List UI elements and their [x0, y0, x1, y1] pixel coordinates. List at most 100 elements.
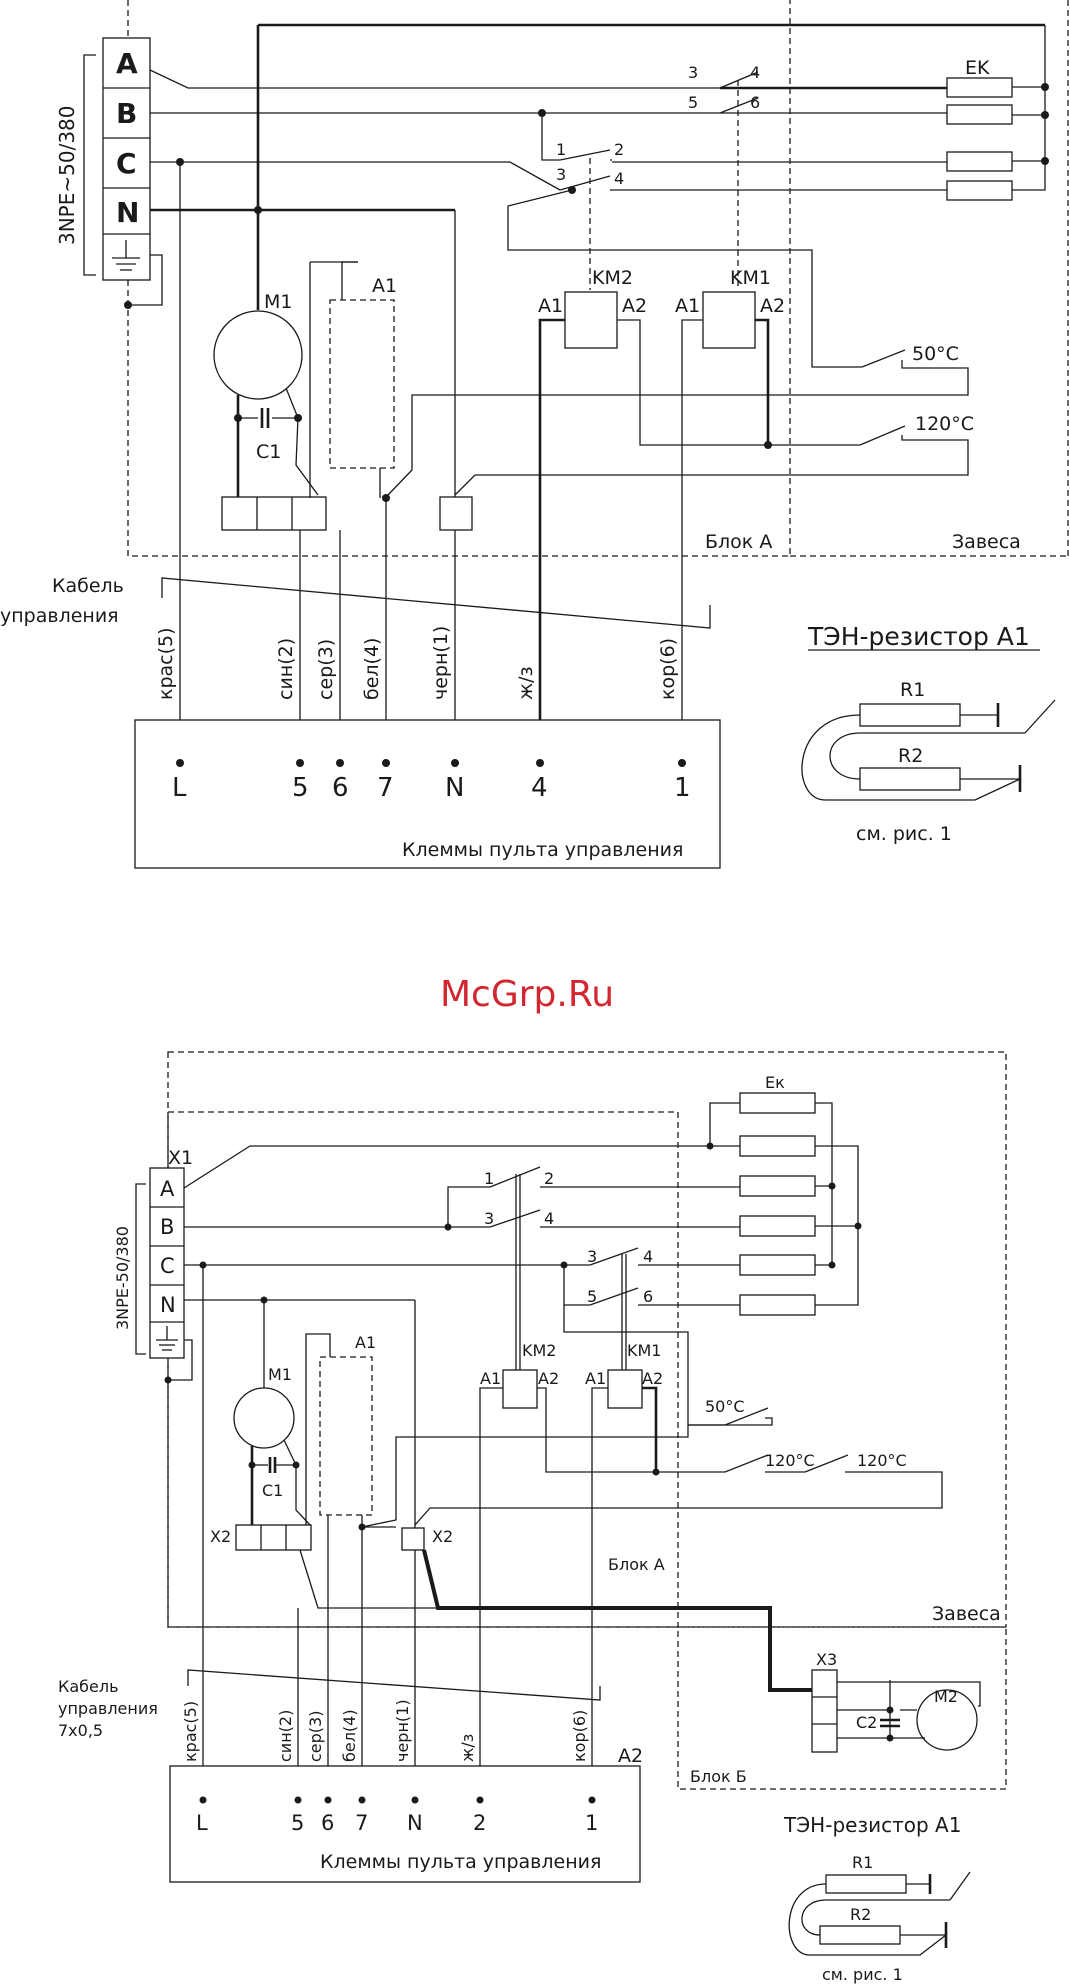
- bottom-phase-b: B: [160, 1215, 174, 1239]
- top-km2-contact-4: 4: [614, 169, 624, 188]
- top-phase-b: B: [116, 97, 137, 130]
- top-heater-4: [946, 180, 1013, 201]
- bottom-km2-contact-4: 4: [544, 1209, 554, 1228]
- top-thermostat-120-out: [454, 435, 969, 496]
- bottom-wire-km1-a2: [642, 1386, 658, 1472]
- top-r1-label: R1: [900, 679, 925, 701]
- top-node-heater: [1041, 157, 1049, 165]
- bottom-thermostat-120b-switch: [804, 1454, 849, 1473]
- top-motor-m1: [213, 310, 303, 400]
- top-km1-a2: A2: [760, 295, 785, 317]
- top-node-a2: [764, 441, 772, 449]
- top-node-cap: [234, 414, 242, 422]
- bottom-cable-label-2: управления: [58, 1699, 158, 1718]
- bottom-wire-label: бел(4): [340, 1709, 359, 1762]
- top-wire-label: крас(5): [155, 627, 177, 700]
- bottom-terminal-5: 5: [291, 1811, 304, 1835]
- bottom-km1-contact-3: 3: [587, 1247, 597, 1266]
- top-block-a-label: Блок А: [705, 531, 772, 553]
- bottom-resistor-loop-inner: [801, 1899, 950, 1936]
- bottom-capacitor-label: C1: [262, 1481, 283, 1500]
- bottom-heater-6: [739, 1294, 816, 1316]
- bottom-wire-km2-a1: [479, 1387, 503, 1800]
- bottom-connector-x2: [235, 1524, 312, 1551]
- bottom-node-km1: [560, 1261, 568, 1269]
- top-terminal-node: [451, 759, 459, 767]
- bottom-diagram: Завеса Блок А Блок Б X1 3NPE-50/380 A B …: [58, 1051, 1007, 1984]
- top-connector-n: [439, 496, 473, 531]
- bottom-terminal-node: [588, 1796, 596, 1804]
- top-phase-a: A: [116, 47, 138, 80]
- bottom-terminal-2: 2: [473, 1811, 486, 1835]
- bottom-wire-phase-a: [183, 1145, 740, 1189]
- top-panel-label: Клеммы пульта управления: [402, 839, 683, 861]
- bottom-ground-icon: [156, 1326, 178, 1351]
- bottom-node-cap: [292, 1461, 300, 1469]
- bottom-cable-label-1: Кабель: [58, 1677, 119, 1696]
- top-terminal-l: L: [172, 773, 187, 803]
- top-supply-label: 3NPE~50/380: [55, 105, 79, 245]
- bottom-panel-name: А2: [618, 1745, 643, 1767]
- bottom-ground-node: [164, 1376, 172, 1384]
- top-km2-contact-3: 3: [556, 165, 566, 184]
- bottom-x3-wire-top: [837, 1681, 981, 1707]
- bottom-wire-to-x2: [361, 1425, 689, 1528]
- top-wire-km1-a1: [681, 319, 703, 763]
- bottom-supply-brace: [135, 1183, 146, 1355]
- top-r1-switch: [1024, 699, 1056, 734]
- top-ground-node: [124, 301, 132, 309]
- top-cable-label-1: Кабель: [52, 575, 124, 597]
- top-heater-2: [946, 104, 1013, 125]
- top-node-heater: [1041, 83, 1049, 91]
- top-resistor-loop-outer: [801, 714, 1021, 801]
- bottom-thermostat-50-out: [688, 1417, 773, 1426]
- bottom-terminal-node: [476, 1796, 484, 1804]
- bottom-terminal-node: [358, 1796, 366, 1804]
- top-cable-bracket: [161, 577, 711, 629]
- bottom-motor-m1: [233, 1387, 295, 1449]
- bottom-wire-to-b-thick: [422, 1549, 812, 1692]
- bottom-heater-2: [739, 1135, 816, 1157]
- top-terminal-1: 1: [674, 773, 691, 803]
- bottom-r2-label: R2: [850, 1905, 871, 1924]
- bottom-km1-contact-6: 6: [643, 1287, 653, 1306]
- top-heater-label: EK: [965, 57, 990, 79]
- top-contactor-km2: [564, 291, 618, 349]
- bottom-a1-wire: [305, 1333, 331, 1525]
- bottom-contactor-km1: [607, 1369, 643, 1409]
- bottom-terminal-node: [199, 1796, 207, 1804]
- top-cable-label-2: управления: [0, 605, 119, 627]
- bottom-heater-5: [739, 1254, 816, 1276]
- bottom-heater-4: [739, 1215, 816, 1237]
- bottom-r1-switch: [949, 1871, 971, 1901]
- top-wire-km2-control: [507, 189, 862, 368]
- top-terminal-node: [336, 759, 344, 767]
- top-capacitor-label: C1: [256, 441, 281, 463]
- bottom-terminal-node: [411, 1796, 419, 1804]
- top-heater-1: [946, 77, 1013, 98]
- bottom-thermostat-120b-out: [414, 1471, 943, 1526]
- bottom-thermostat-120a-switch: [724, 1454, 769, 1473]
- top-node-heater: [1041, 111, 1049, 119]
- top-wire-km2-a2: [617, 319, 860, 446]
- top-resistor-ref: см. рис. 1: [856, 823, 952, 845]
- bottom-km1-a1: A1: [585, 1369, 606, 1388]
- bottom-node-l: [199, 1261, 207, 1269]
- top-ground-wire: [128, 254, 163, 306]
- top-km1-switch-2: [719, 97, 759, 114]
- bottom-km1-switch-1: [589, 1247, 639, 1266]
- top-thermostat-50: 50°C: [912, 343, 959, 365]
- top-wire-label: бел(4): [361, 638, 383, 700]
- top-km2-a1: A1: [538, 295, 563, 317]
- top-motor-wire-right: [285, 387, 319, 496]
- top-block-a-border: [127, 0, 791, 557]
- bottom-km1-name: KM1: [627, 1341, 661, 1360]
- top-motor-label: M1: [264, 291, 292, 313]
- bottom-block-a-border: [167, 1111, 679, 1628]
- top-curtain-label: Завеса: [952, 531, 1021, 553]
- bottom-terminal-7: 7: [355, 1811, 368, 1835]
- top-a1-wire: [341, 261, 358, 300]
- bottom-node-km2: [444, 1223, 452, 1231]
- bottom-km2-switch-1: [489, 1166, 541, 1188]
- top-wire-label: черн(1): [430, 626, 452, 700]
